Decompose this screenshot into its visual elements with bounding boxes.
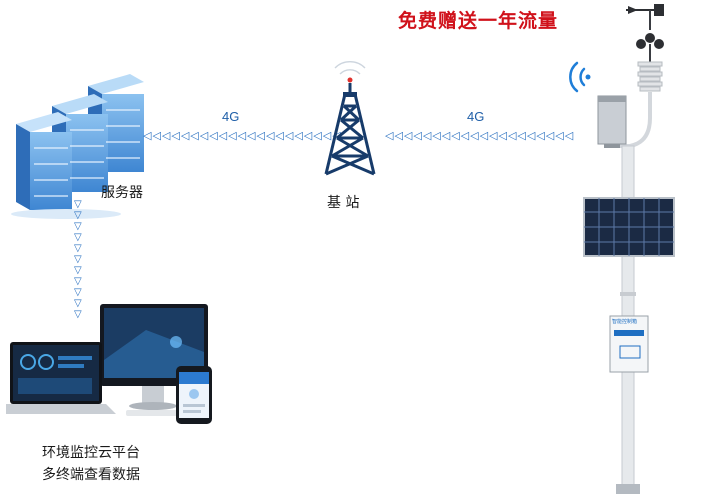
arrow-column-down: ▽▽▽▽▽▽▽▽▽▽▽ [74, 199, 82, 320]
server-icon [11, 74, 144, 219]
weather-station-image [583, 4, 675, 494]
promo-banner: 免费赠送一年流量 [398, 10, 559, 32]
platform-label-line1: 环境监控云平台 [42, 445, 140, 461]
platform-devices-image [6, 304, 212, 424]
platform-label-line2: 多终端查看数据 [42, 467, 140, 483]
base-station-tower-icon [324, 61, 376, 176]
arrow-row-left: ◁◁◁◁◁◁◁◁◁◁◁◁◁◁◁◁◁◁◁◁◁ [143, 129, 342, 142]
server-label: 服务器 [101, 185, 143, 201]
control-box-text: 智能控制箱 [612, 319, 638, 325]
arrow-row-right: ◁◁◁◁◁◁◁◁◁◁◁◁◁◁◁◁◁◁◁◁ [385, 129, 575, 142]
tower-label: 基 站 [327, 195, 360, 211]
link-left-label: 4G [222, 109, 240, 124]
wireless-signal-icon [569, 61, 591, 93]
link-right-label: 4G [467, 109, 485, 124]
